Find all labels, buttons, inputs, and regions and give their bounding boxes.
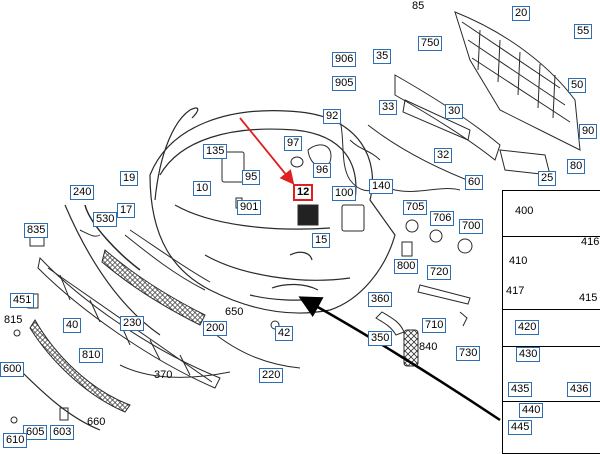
part-label-650: 650 (225, 306, 244, 318)
wiring-harness (339, 119, 481, 192)
part-label-85: 85 (412, 0, 425, 12)
part-label-80: 80 (567, 159, 586, 174)
part-label-55: 55 (574, 24, 593, 39)
upper-mount (394, 11, 581, 176)
part-label-350: 350 (368, 331, 393, 346)
part-label-90: 90 (579, 124, 598, 139)
part-label-50: 50 (568, 78, 587, 93)
part-label-42: 42 (275, 326, 294, 341)
detail-panel-3 (502, 309, 600, 347)
part-label-220: 220 (259, 368, 284, 383)
part-label-10: 10 (193, 181, 212, 196)
part-label-600: 600 (0, 362, 25, 377)
part-label-700: 700 (459, 219, 484, 234)
part-label-840: 840 (419, 341, 438, 353)
part-label-705: 705 (403, 200, 428, 215)
part-label-800: 800 (394, 259, 419, 274)
detail-panel-2 (502, 236, 600, 310)
detail-panel-1 (502, 190, 600, 237)
part-label-92: 92 (323, 109, 342, 124)
part-label-901: 901 (237, 200, 262, 215)
part-label-370: 370 (154, 369, 173, 381)
lower-parts (19, 204, 301, 431)
part-label-35: 35 (373, 49, 392, 64)
part-label-200: 200 (203, 321, 228, 336)
part-label-706: 706 (430, 211, 455, 226)
part-label-605: 605 (23, 425, 48, 440)
part-label-440: 440 (519, 403, 544, 418)
part-label-451: 451 (10, 293, 35, 308)
part-label-32: 32 (434, 148, 453, 163)
part-label-135: 135 (203, 144, 228, 159)
part-label-17: 17 (117, 203, 136, 218)
part-label-96: 96 (313, 163, 332, 178)
part-label-415: 415 (579, 292, 598, 304)
part-label-95: 95 (242, 170, 261, 185)
part-label-835: 835 (24, 223, 49, 238)
bumper-cover (149, 107, 396, 314)
part-label-97: 97 (284, 136, 303, 151)
part-label-15: 15 (312, 233, 331, 248)
part-label-400: 400 (515, 205, 534, 217)
part-label-20: 20 (512, 6, 531, 21)
part-label-240: 240 (70, 185, 95, 200)
part-label-810: 810 (79, 348, 104, 363)
part-label-750: 750 (418, 36, 443, 51)
part-label-436: 436 (567, 382, 592, 397)
part-label-360: 360 (368, 292, 393, 307)
part-label-40: 40 (63, 318, 82, 333)
part-label-530: 530 (93, 212, 118, 227)
part-label-906: 906 (332, 52, 357, 67)
part-label-730: 730 (456, 346, 481, 361)
part-label-710: 710 (422, 318, 447, 333)
part-label-603: 603 (50, 425, 75, 440)
part-label-410: 410 (509, 255, 528, 267)
part-label-905: 905 (332, 76, 357, 91)
part-label-430: 430 (516, 347, 541, 362)
part-label-416: 416 (581, 236, 600, 248)
highlight-arrow (239, 117, 295, 185)
part-label-417: 417 (506, 285, 525, 297)
part-label-33: 33 (379, 100, 398, 115)
part-label-140: 140 (369, 179, 394, 194)
part-label-19: 19 (120, 171, 139, 186)
part-label-100: 100 (332, 186, 357, 201)
part-label-720: 720 (427, 265, 452, 280)
part-label-420: 420 (515, 320, 540, 335)
part-label-610: 610 (3, 433, 28, 448)
part-label-660: 660 (87, 416, 106, 428)
part-label-25: 25 (538, 171, 557, 186)
part-label-30: 30 (445, 104, 464, 119)
part-label-815: 815 (4, 314, 23, 326)
part-label-60: 60 (465, 175, 484, 190)
part-label-445: 445 (508, 420, 533, 435)
part-label-12-highlighted: 12 (293, 184, 314, 201)
part-label-435: 435 (508, 382, 533, 397)
pointer-arrow (298, 296, 501, 422)
part-label-230: 230 (120, 316, 145, 331)
